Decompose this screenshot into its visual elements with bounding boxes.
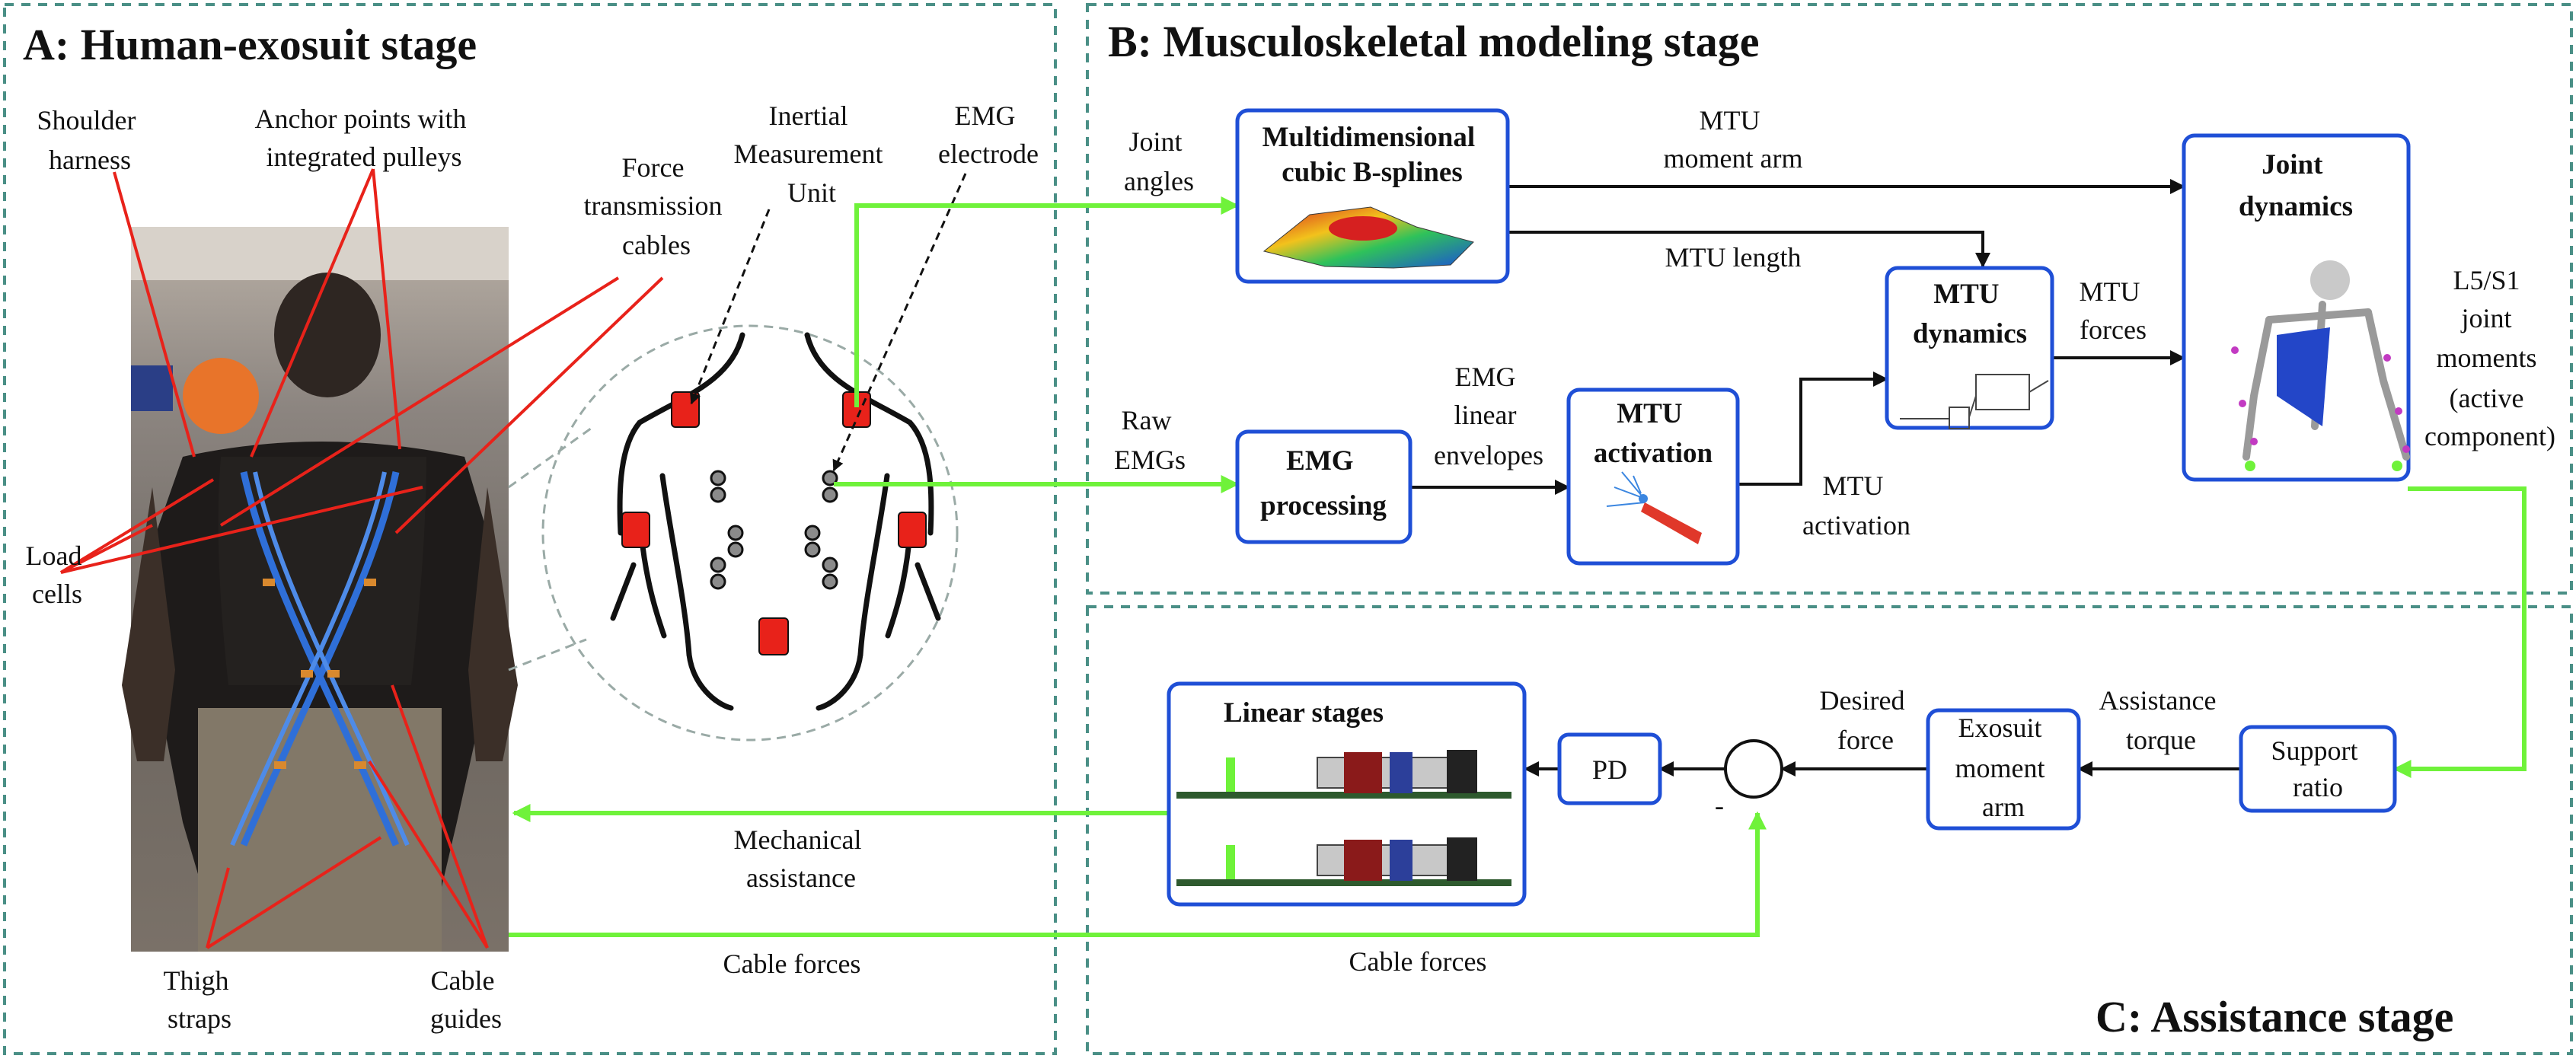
support-ratio-box: Support ratio (2239, 725, 2397, 813)
pd-box: PD (1557, 732, 1662, 805)
mechanical-assistance-label: Mechanical assistance (734, 824, 869, 893)
emg-electrode-label: EMG electrode (938, 100, 1039, 169)
photo-pointer-lines (59, 168, 664, 949)
joint-angles-label: Joint angles (1124, 126, 1194, 196)
force-cables-label: Force transmission cables (583, 152, 729, 260)
imu-label: Inertial Measurement Unit (734, 100, 890, 208)
minus-sign: - (1715, 790, 1724, 821)
thigh-straps-label: Thigh straps (164, 965, 236, 1034)
svg-text:Linear stages: Linear stages (1224, 697, 1384, 729)
svg-text:MTU activation: MTU activation (1594, 398, 1713, 469)
svg-text:PD: PD (1592, 754, 1627, 785)
sensor-placement-zoom (508, 173, 967, 741)
exosuit-moment-arm-box: Exosuit moment arm (1926, 708, 2081, 831)
bsplines-box: Multidimensional cubic B-splines (1235, 108, 1510, 284)
desired-force-label: Desired force (1820, 685, 1912, 755)
stage-c-frame (1086, 605, 2573, 1055)
cable-guides-label: Cable guides (430, 965, 502, 1034)
mtu-length-label: MTU length (1665, 242, 1802, 273)
emg-processing-box: EMG processing (1235, 429, 1412, 544)
cable-forces-left-label: Cable forces (723, 949, 861, 979)
load-cells-label: Load cells (26, 541, 89, 609)
linear-stages-box: Linear stages (1167, 681, 1527, 907)
exosuit-photo (122, 227, 518, 952)
assistance-torque-label: Assistance torque (2099, 685, 2223, 755)
stage-c-title: C: Assistance stage (2096, 992, 2453, 1041)
stage-a-title: A: Human-exosuit stage (23, 20, 477, 69)
mtu-moment-arm-label: MTU moment arm (1664, 105, 1803, 174)
mtu-dynamics-box: MTU dynamics (1885, 266, 2054, 430)
cable-forces-right-label: Cable forces (1349, 946, 1487, 977)
green-signal-arrows (509, 196, 2527, 937)
svg-text:Joint dynamics: Joint dynamics (2239, 149, 2353, 222)
stage-b-title: B: Musculoskeletal modeling stage (1108, 17, 1759, 66)
black-signal-arrows (1410, 179, 2241, 777)
raw-emgs-label: Raw EMGs (1114, 405, 1186, 475)
summing-junction (1724, 739, 1783, 799)
anchor-points-label: Anchor points with integrated pulleys (255, 104, 474, 172)
mtu-activation-box: MTU activation (1566, 387, 1740, 566)
svg-text:Multidimensional cubic B: Multidimensional cubic B-splines (1262, 122, 1483, 188)
svg-text:EMG processing: EMG processing (1260, 445, 1387, 521)
mtu-activation-out-label: MTU activation (1802, 470, 1910, 541)
l5s1-moments-label: L5/S1 joint moments (active component) (2424, 265, 2555, 451)
svg-text:Support ratio: Support ratio (2271, 735, 2364, 802)
svg-text:Exosuit moment arm: Exosuit moment arm (1955, 713, 2052, 822)
stage-b-frame (1086, 3, 2573, 595)
svg-text:MTU dynamics: MTU dynamics (1913, 279, 2027, 349)
joint-dynamics-box: Joint dynamics (2182, 133, 2411, 482)
shoulder-harness-label: Shoulder harness (37, 105, 143, 175)
emg-envelopes-label: EMG linear envelopes (1434, 362, 1543, 470)
mtu-forces-label: MTU forces (2080, 276, 2147, 345)
stage-a-frame (3, 3, 1057, 1055)
